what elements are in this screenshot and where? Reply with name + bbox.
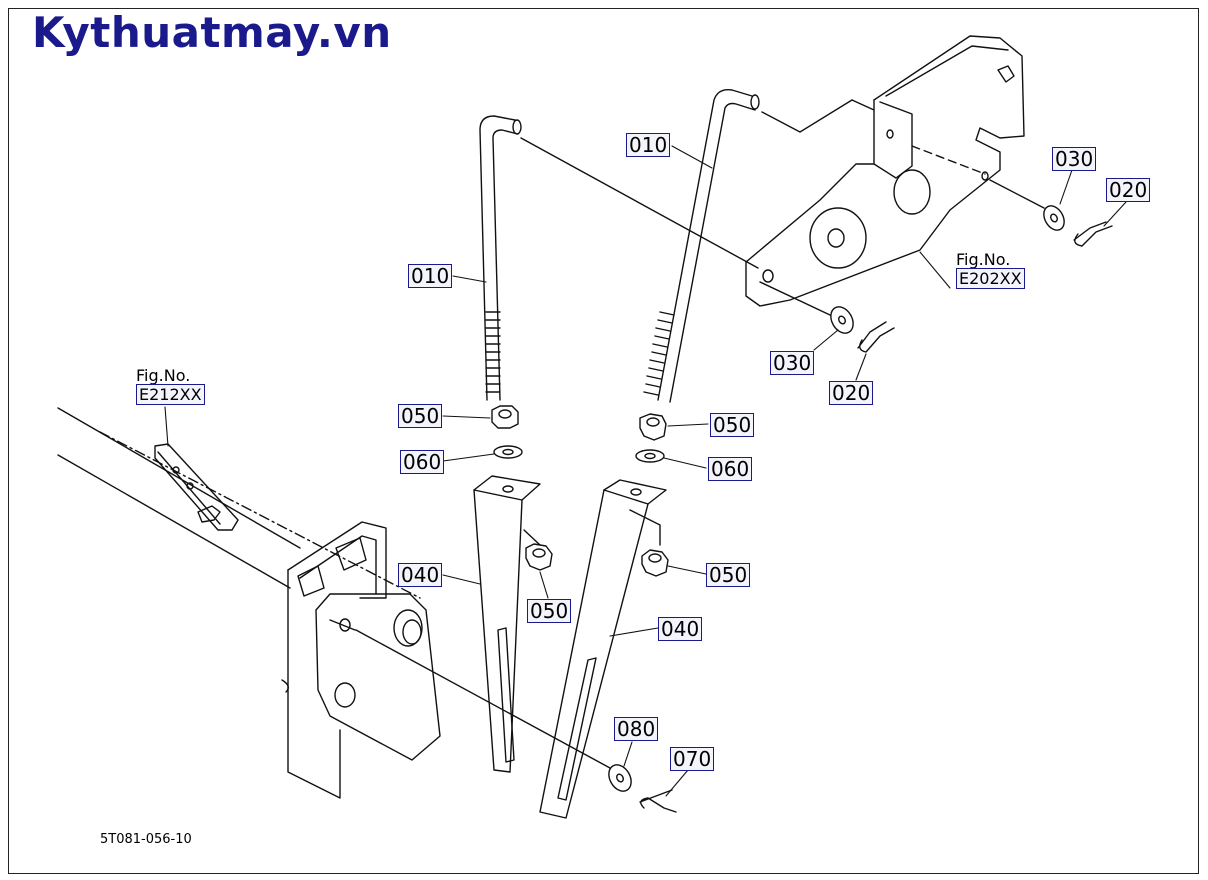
figref-left-code: E212XX [136, 384, 205, 405]
diagram-frame [8, 8, 1199, 874]
figref-left: Fig.No. E212XX [136, 366, 205, 405]
rod-right [643, 89, 853, 403]
callout-030-mid: 030 [770, 351, 815, 375]
callout-060-right: 060 [708, 457, 753, 481]
left-adjuster-parts [473, 405, 553, 773]
figref-right-title: Fig.No. [956, 250, 1011, 269]
callout-050-right-low: 050 [706, 563, 751, 587]
leader-lines [164, 145, 1127, 797]
callout-020-right: 020 [1106, 178, 1151, 202]
figref-right: Fig.No. E202XX [956, 250, 1025, 289]
brand-watermark: Kythuatmay.vn [32, 8, 392, 57]
figref-right-code: E202XX [956, 268, 1025, 289]
callout-080: 080 [614, 717, 659, 741]
callout-010-left: 010 [408, 264, 453, 288]
washer-pin-low [355, 629, 677, 813]
callout-050-right-top: 050 [710, 413, 755, 437]
right-adjuster-parts [539, 413, 669, 819]
drawing-code: 5T081-056-10 [100, 832, 192, 847]
callout-070: 070 [670, 747, 715, 771]
upper-plate [745, 35, 1045, 316]
callout-050-left-low: 050 [527, 599, 572, 623]
left-bracket [281, 521, 441, 799]
callout-010-right: 010 [626, 133, 671, 157]
callout-040-right: 040 [658, 617, 703, 641]
frame-beam [57, 407, 421, 599]
callout-050-left-top: 050 [398, 404, 443, 428]
callout-060-left: 060 [400, 450, 445, 474]
callout-020-mid: 020 [829, 381, 874, 405]
washer-pin-right [1043, 205, 1113, 247]
callout-030-right: 030 [1052, 147, 1097, 171]
callout-040-left: 040 [398, 563, 443, 587]
rod-left [479, 115, 759, 401]
figref-left-title: Fig.No. [136, 366, 191, 385]
washer-pin-mid [830, 306, 895, 353]
